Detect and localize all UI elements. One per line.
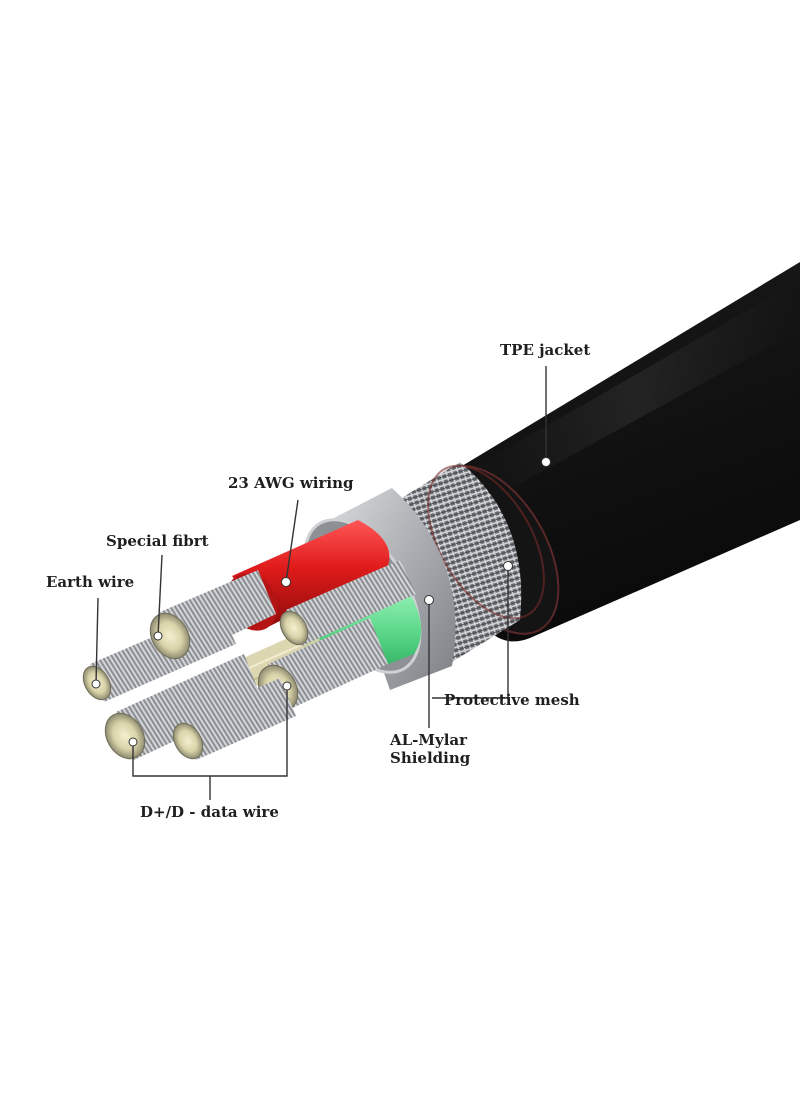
label-protective-mesh: Protective mesh [444, 691, 580, 709]
leader-dots [91, 457, 551, 747]
label-earth-wire: Earth wire [46, 573, 134, 591]
leader-lines [95, 366, 547, 800]
stranded-conductor-bottom [172, 678, 296, 760]
label-al-mylar-line2: Shielding [390, 749, 471, 767]
label-data-wire: D+/D - data wire [140, 803, 279, 821]
stranded-conductor-top [279, 560, 416, 646]
protective-mesh [392, 462, 545, 662]
label-special-fibrt: Special fibrt [106, 532, 209, 550]
label-tpe-jacket: TPE jacket [500, 341, 590, 359]
label-al-mylar-line1: AL-Mylar [389, 731, 468, 749]
stranded-conductor-data-1 [104, 654, 262, 760]
stranded-conductor-fiber [149, 570, 276, 660]
label-23-awg-wiring: 23 AWG wiring [228, 474, 354, 492]
